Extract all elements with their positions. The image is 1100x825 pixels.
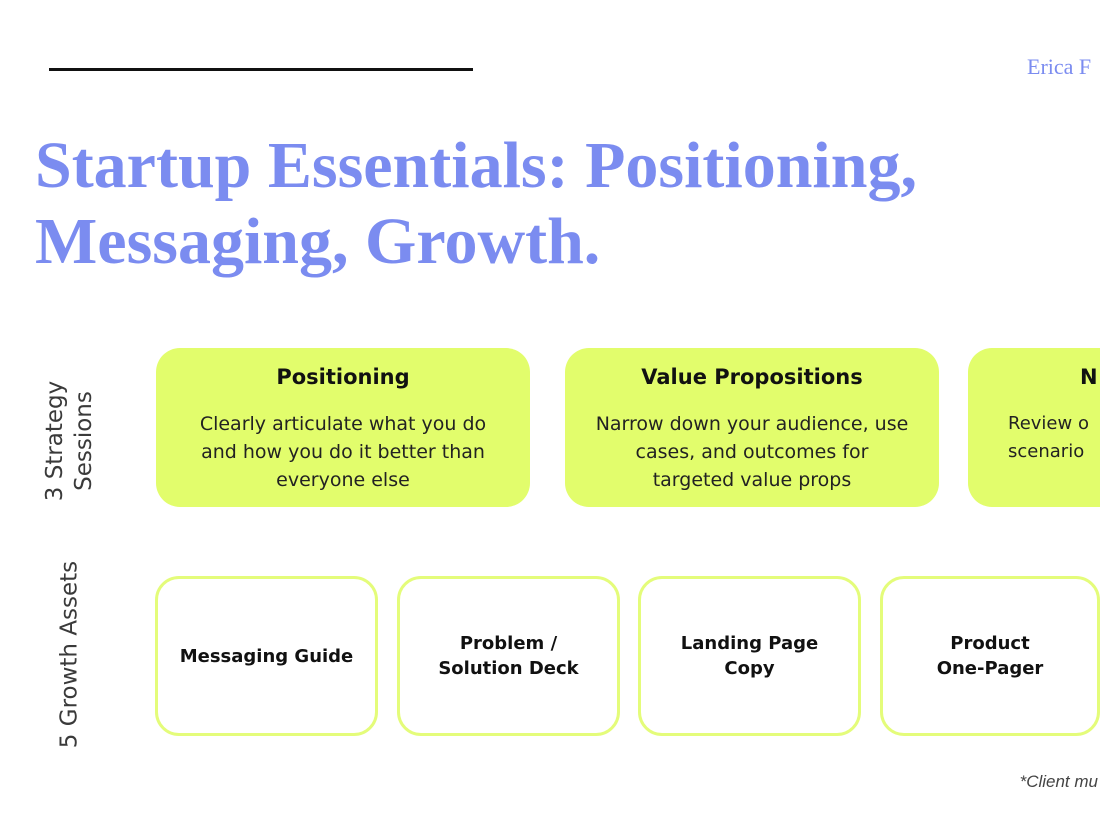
header-rule — [49, 68, 473, 71]
author-name: Erica F — [1027, 54, 1092, 79]
session-card-positioning: Positioning Clearly articulate what you … — [156, 348, 530, 507]
asset-problem-solution-deck: Problem / Solution Deck — [397, 576, 620, 736]
session-card-third: N Review o scenario — [968, 348, 1100, 507]
card-body: Review o scenario — [1008, 413, 1089, 462]
card-title: Value Propositions — [641, 365, 863, 389]
assets-label: 5 Growth Assets — [56, 560, 83, 749]
session-card-value-propositions: Value Propositions Narrow down your audi… — [565, 348, 939, 507]
card-title: Positioning — [276, 365, 410, 389]
card-body: Clearly articulate what you do and how y… — [199, 413, 487, 491]
title-line-1: Startup Essentials: Positioning, — [35, 129, 917, 202]
sessions-label: 3 Strategy Sessions — [42, 380, 97, 502]
page-title: Startup Essentials: Positioning,Messagin… — [35, 128, 917, 280]
asset-messaging-guide: Messaging Guide — [155, 576, 378, 736]
title-line-2: Messaging, Growth. — [35, 205, 601, 278]
asset-product-one-pager: Product One-Pager — [880, 576, 1100, 736]
card-title: N — [1080, 365, 1098, 389]
footnote: *Client mu — [1019, 772, 1098, 791]
card-body: Narrow down your audience, use cases, an… — [595, 413, 909, 491]
asset-landing-page-copy: Landing Page Copy — [638, 576, 861, 736]
